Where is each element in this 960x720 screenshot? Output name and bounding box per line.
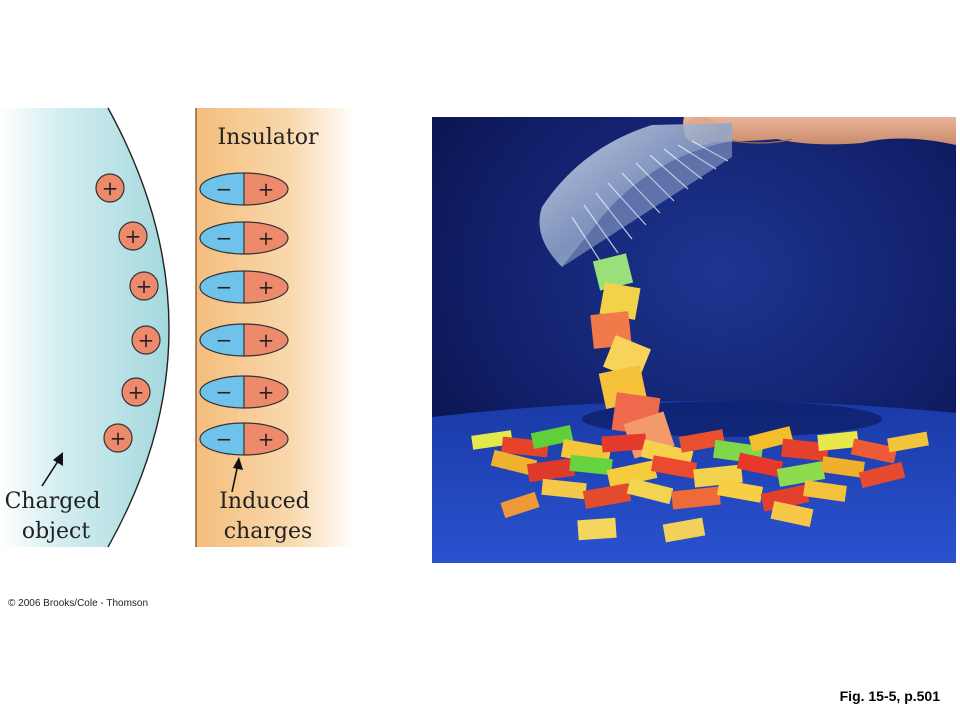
svg-text:+: + [128,380,145,404]
svg-text:−: − [216,275,233,299]
svg-text:−: − [216,226,233,250]
svg-text:+: + [110,426,127,450]
svg-text:+: + [258,275,275,299]
positive-charge: + [95,173,125,203]
svg-text:+: + [258,427,275,451]
positive-charge: + [131,325,161,355]
svg-text:−: − [216,328,233,352]
positive-charge: + [121,377,151,407]
comb-paper-photo [432,117,956,563]
insulator-label: Insulator [217,125,319,150]
svg-text:−: − [216,427,233,451]
copyright-notice: © 2006 Brooks/Cole - Thomson [8,598,149,609]
induced-dipoles: − + − + − + − + [199,172,289,456]
paper-confetti-icon [471,253,929,543]
svg-text:+: + [258,226,275,250]
svg-text:+: + [125,224,142,248]
positive-charges: + + + + + + [95,173,161,453]
dipole: − + [199,422,289,456]
svg-text:+: + [258,380,275,404]
induced-charges-arrow [231,457,243,493]
charged-object-arrow [41,452,63,487]
induced-charge-diagram: Insulator + + + + + + [0,107,356,548]
charged-object-edge [107,107,170,548]
dipole: − + [199,375,289,409]
dipole: − + [199,172,289,206]
figure-caption: Fig. 15-5, p.501 [839,688,940,704]
positive-charge: + [129,271,159,301]
induced-charges-label: Induced charges [219,489,317,544]
svg-text:+: + [138,328,155,352]
positive-charge: + [118,221,148,251]
comb-icon [539,123,732,268]
dipole: − + [199,323,289,357]
svg-text:−: − [216,177,233,201]
svg-text:+: + [258,177,275,201]
svg-text:+: + [136,274,153,298]
svg-text:+: + [102,176,119,200]
svg-text:+: + [258,328,275,352]
positive-charge: + [103,423,133,453]
svg-text:−: − [216,380,233,404]
dipole: − + [199,221,289,255]
charged-object-label: Charged object [5,489,108,544]
dipole: − + [199,270,289,304]
